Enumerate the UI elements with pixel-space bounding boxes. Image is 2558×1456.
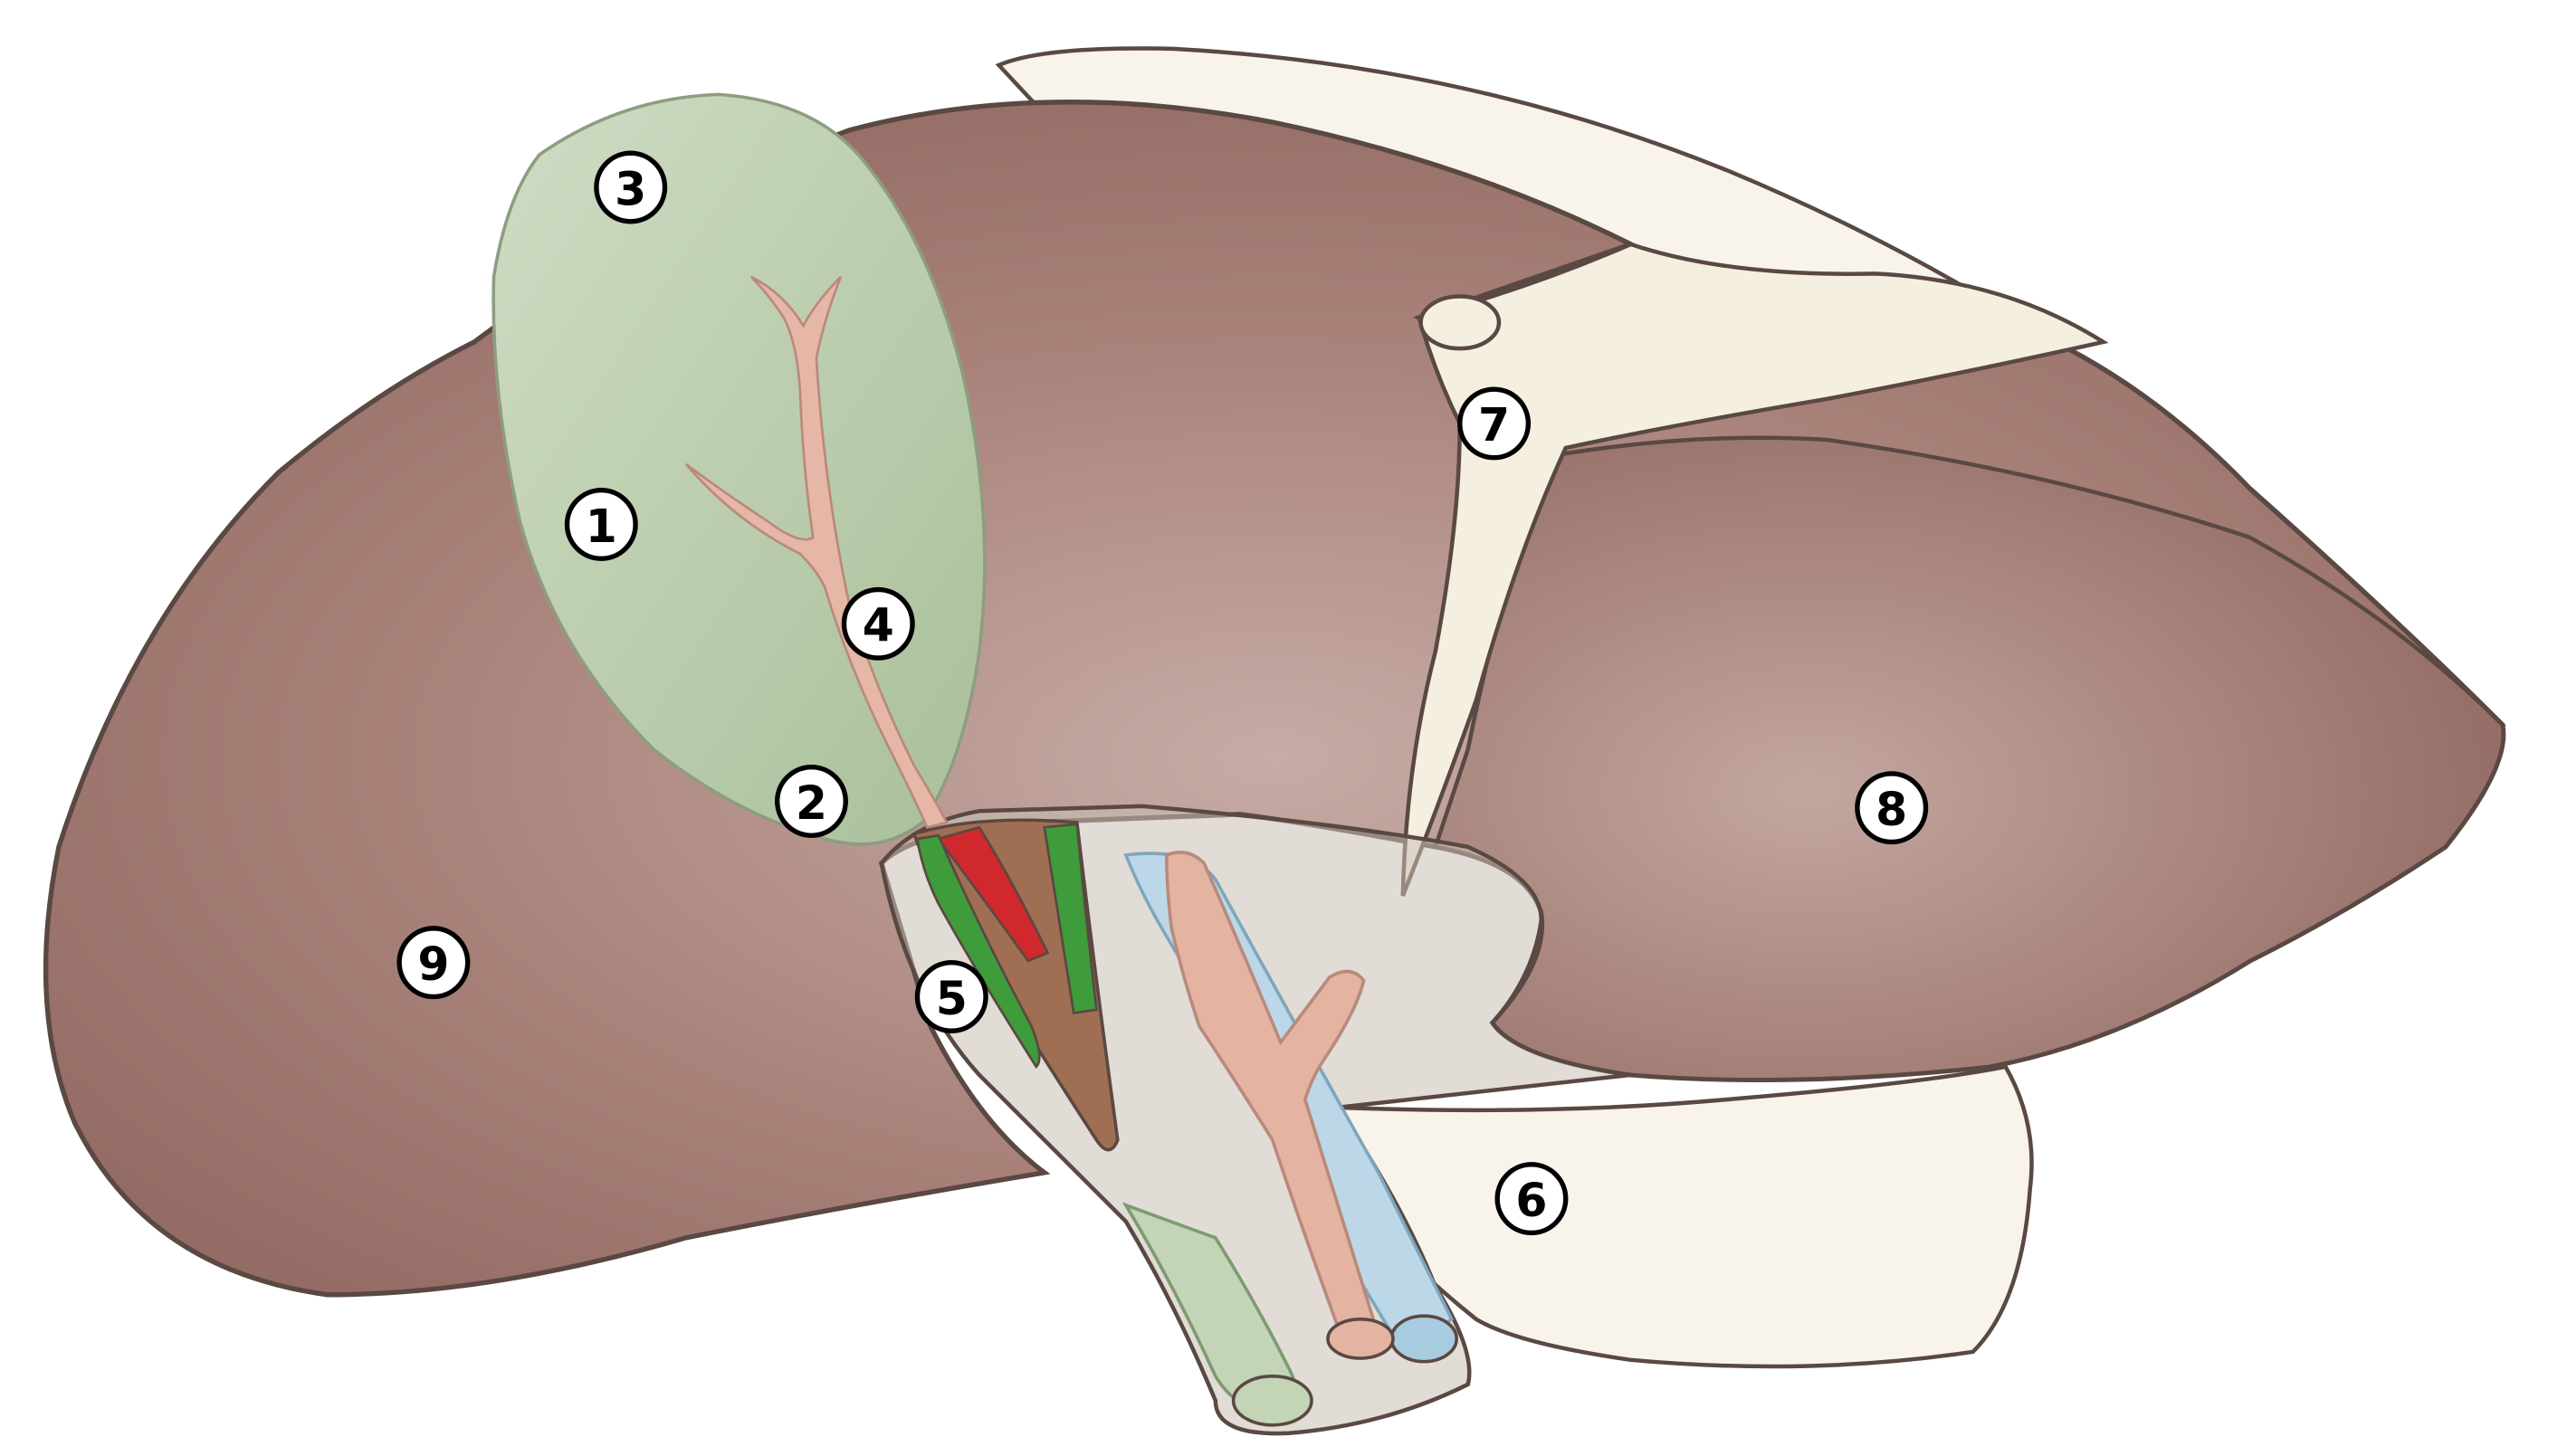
label-5-text: 5 xyxy=(936,972,968,1025)
label-4: 4 xyxy=(844,590,912,659)
label-1-text: 1 xyxy=(586,500,617,553)
label-2: 2 xyxy=(778,767,846,836)
label-5: 5 xyxy=(917,963,986,1032)
label-6-text: 6 xyxy=(1515,1174,1547,1227)
vena-cava-end xyxy=(1391,1316,1456,1361)
label-9: 9 xyxy=(399,928,468,997)
label-7: 7 xyxy=(1460,389,1529,458)
common-bile-duct-end xyxy=(1234,1376,1312,1425)
left-lobe xyxy=(1436,438,2504,1080)
label-8-text: 8 xyxy=(1876,783,1907,836)
ligamentum-teres-end xyxy=(1421,297,1499,349)
label-9-text: 9 xyxy=(417,937,449,991)
label-3-text: 3 xyxy=(615,162,646,215)
label-3: 3 xyxy=(597,153,665,222)
portal-vein-end xyxy=(1328,1319,1393,1358)
label-1: 1 xyxy=(567,490,635,559)
label-2-text: 2 xyxy=(796,776,827,830)
label-8: 8 xyxy=(1857,774,1926,842)
label-7-text: 7 xyxy=(1478,398,1510,452)
label-6: 6 xyxy=(1497,1165,1566,1233)
label-4-text: 4 xyxy=(863,599,894,652)
